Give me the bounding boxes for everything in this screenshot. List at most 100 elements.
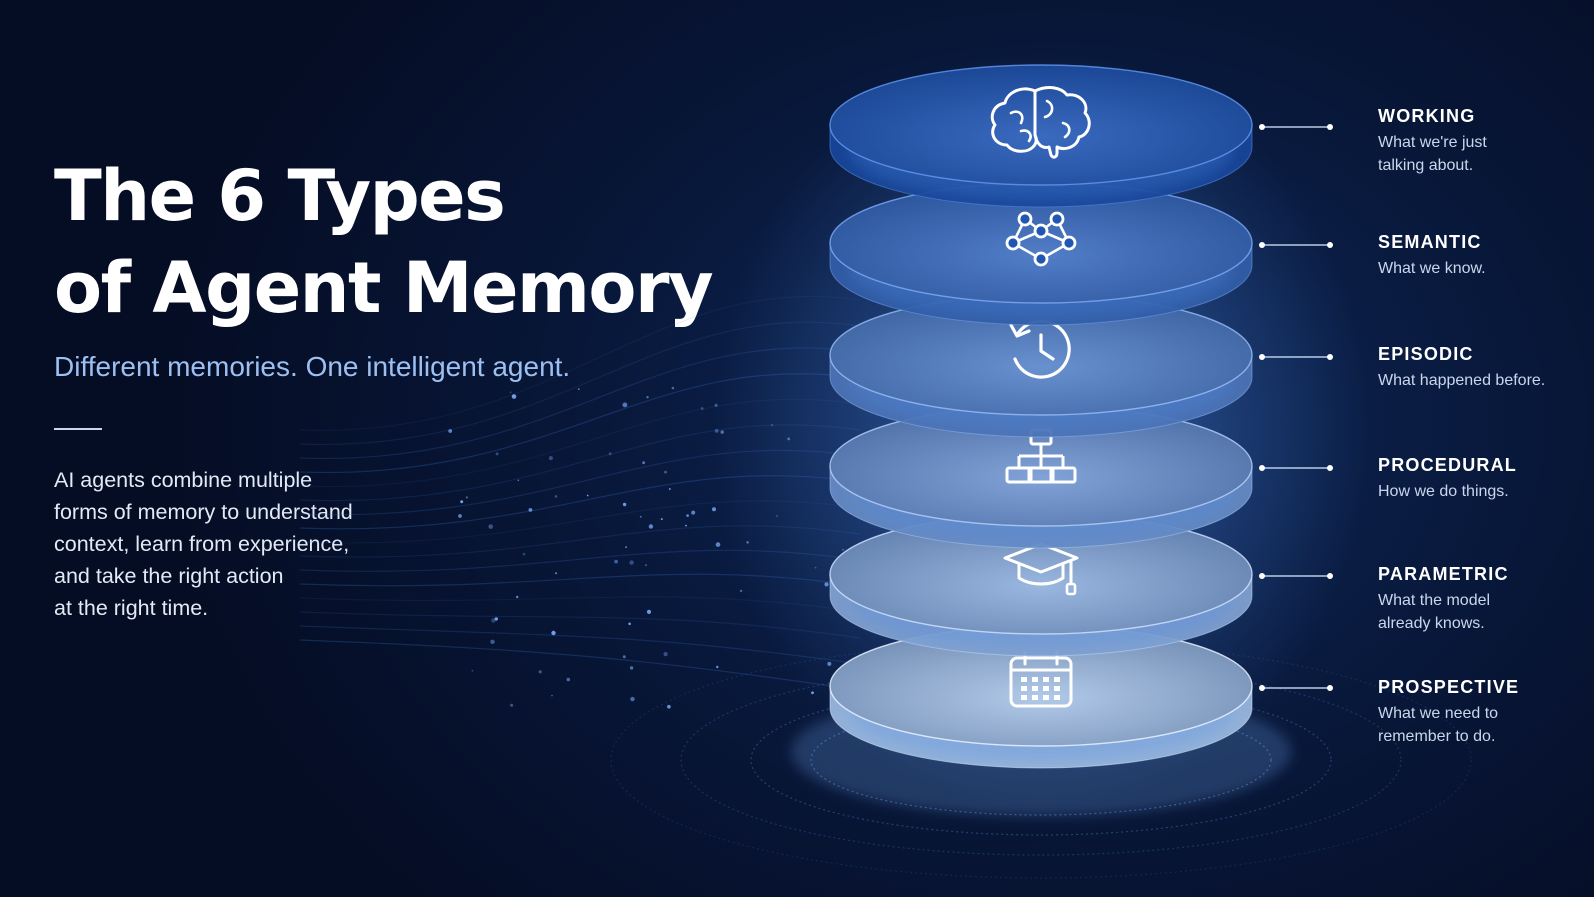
memory-layers [829, 64, 1253, 769]
connector-dot [1327, 124, 1333, 130]
connector-procedural [1259, 465, 1333, 471]
light-stream [299, 639, 861, 691]
legend-description-line: What we're just [1378, 134, 1487, 151]
connector-dot [1259, 242, 1265, 248]
legend-description-line: talking about. [1378, 157, 1474, 174]
light-particle [629, 560, 634, 565]
light-particle [586, 494, 589, 497]
light-particle [510, 703, 514, 707]
legend-name: PARAMETRIC [1378, 564, 1509, 584]
intro-line: forms of memory to understand [54, 500, 353, 524]
light-particle [645, 564, 647, 567]
light-particle [691, 510, 696, 515]
light-stream [299, 525, 861, 558]
light-particle [608, 452, 612, 456]
legend-description-line: What we need to [1378, 705, 1499, 722]
light-particle [490, 639, 495, 644]
memory-layer-episodic [829, 294, 1253, 438]
legend-name: EPISODIC [1378, 344, 1474, 364]
light-particle [640, 516, 642, 518]
light-particle [663, 652, 668, 657]
light-particle [554, 495, 558, 498]
light-particle [494, 617, 498, 621]
light-particle [555, 572, 558, 575]
legend-description: What we're just talking about. [1378, 131, 1588, 177]
light-particle [488, 524, 494, 529]
light-particle [471, 669, 474, 672]
legend-item-procedural: PROCEDURAL How we do things. [1378, 454, 1588, 503]
light-particle [465, 496, 469, 499]
intro-line: AI agents combine multiple [54, 468, 313, 492]
light-particle [660, 518, 663, 521]
memory-layer-working [829, 64, 1253, 208]
light-particle [671, 386, 675, 390]
legend-name: PROSPECTIVE [1378, 677, 1520, 697]
light-particle [715, 542, 721, 547]
graduation-cap-icon [1003, 542, 1079, 596]
light-particle [522, 552, 526, 556]
light-particle [700, 407, 704, 410]
connector-working [1259, 124, 1333, 130]
light-particle [712, 507, 716, 512]
memory-layer-prospective [829, 625, 1253, 769]
connector-dot [1327, 465, 1333, 471]
light-particle [551, 694, 553, 697]
light-particle [622, 402, 628, 408]
light-stream [299, 347, 861, 460]
light-particle [787, 437, 791, 441]
network-nodes-icon [1005, 211, 1077, 267]
light-particle [664, 470, 667, 474]
connector-semantic [1259, 242, 1333, 248]
light-particle [720, 430, 724, 434]
light-stream [299, 295, 861, 431]
light-stream [299, 596, 861, 613]
memory-layer-semantic [829, 182, 1253, 326]
light-particle [827, 661, 832, 666]
legend-description: How we do things. [1378, 480, 1588, 503]
connector-dot [1259, 465, 1265, 471]
light-particle [776, 515, 778, 517]
legend-description: What we know. [1378, 257, 1588, 280]
light-particle [458, 514, 462, 518]
light-stream [299, 449, 861, 516]
light-particle [746, 541, 749, 544]
light-particle [528, 508, 533, 512]
light-particle [517, 479, 520, 482]
light-stream [299, 611, 861, 639]
base-ring [610, 641, 1472, 879]
connector-prospective [1259, 685, 1333, 691]
light-stream [299, 373, 861, 474]
legend-item-prospective: PROSPECTIVE What we need to remember to do… [1378, 676, 1588, 748]
light-particle [686, 514, 689, 517]
light-particle [811, 691, 814, 695]
intro-line: at the right time. [54, 596, 209, 620]
light-particle [714, 403, 718, 407]
light-particle [491, 618, 496, 623]
connector-episodic [1259, 354, 1333, 360]
connector-dot [1327, 242, 1333, 248]
legend-description: What we need to remember to do. [1378, 702, 1588, 748]
layer-top [829, 64, 1253, 186]
light-particle [685, 524, 687, 527]
light-stream [299, 321, 861, 446]
connector-dot [1327, 573, 1333, 579]
connector-dot [1259, 124, 1265, 130]
light-stream [299, 625, 861, 665]
legend-description-line: remember to do. [1378, 728, 1496, 745]
light-particle [622, 502, 627, 507]
light-particle [716, 665, 719, 669]
light-particle [842, 548, 844, 551]
light-particle [642, 461, 645, 465]
intro-line: and take the right action [54, 564, 284, 588]
brain-icon [990, 86, 1091, 159]
light-particle [516, 595, 519, 599]
legend-name: PROCEDURAL [1378, 455, 1518, 475]
light-particle [739, 589, 743, 593]
light-particle [824, 582, 829, 587]
page-title: The 6 Types of Agent Memory [54, 150, 754, 334]
light-particle [548, 456, 553, 461]
